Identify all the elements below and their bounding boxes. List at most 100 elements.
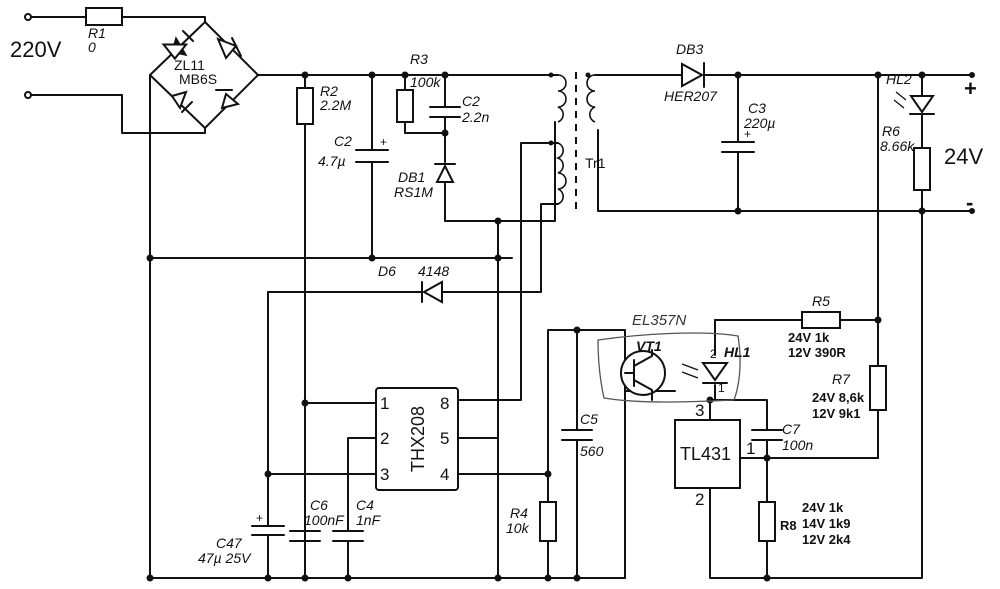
tl431-name: TL431 [680, 444, 731, 464]
junction-dot [573, 326, 581, 334]
junction-dot [494, 254, 502, 262]
tr1-ref: Tr1 [585, 155, 606, 171]
junction-dots [146, 71, 926, 582]
junction-dot [146, 574, 154, 582]
c3-ref: C3 [748, 100, 766, 116]
c47-value: 47µ 25V [198, 550, 252, 566]
junction-dot [368, 254, 376, 262]
wires [27, 16, 973, 579]
r1-value: 0 [88, 39, 96, 55]
vt1-ref: VT1 [636, 338, 662, 354]
output-minus: - [966, 190, 973, 215]
junction-dot [301, 399, 309, 407]
capacitor-c3: + C3 220µ [721, 100, 775, 153]
r2-value: 2.2M [319, 97, 351, 113]
junction-dot [544, 574, 552, 582]
c6-ref: C6 [310, 497, 328, 513]
junction-dot [763, 574, 771, 582]
junction-dot [573, 574, 581, 582]
junction-dot [368, 71, 376, 79]
c2b-ref: C2 [334, 133, 352, 149]
led-hl2: HL2 [886, 71, 935, 115]
r3-ref: R3 [410, 51, 428, 67]
svg-text:+: + [380, 135, 387, 149]
junction-dot [264, 470, 272, 478]
junction-dot [494, 217, 502, 225]
resistor-r3: R3 100k [396, 51, 441, 123]
c47-ref: C47 [216, 535, 243, 551]
thx208-pin8: 8 [440, 394, 449, 413]
capacitor-c2-4u7: + C2 4.7µ [318, 133, 389, 169]
r6-ref: R6 [882, 123, 900, 139]
capacitor-c5: C5 560 [561, 411, 604, 459]
c4-ref: C4 [356, 497, 374, 513]
diode-d6: D6 4148 [378, 263, 449, 304]
tl431-pin1: 1 [746, 439, 755, 458]
hl1-pin1: 1 [718, 381, 725, 395]
junction-dot [918, 71, 926, 79]
capacitor-c7: C7 100n [751, 421, 813, 453]
junction-dot [301, 71, 309, 79]
r8-row-1: 24V 1k [802, 500, 844, 515]
r5-line1: 24V 1k [788, 330, 830, 345]
input-terminal-top [24, 13, 32, 21]
tl431-pin2: 2 [695, 490, 704, 509]
thx208-pin5: 5 [440, 429, 449, 448]
thx208-pin4: 4 [440, 465, 449, 484]
r8-row-2: 14V 1k9 [802, 516, 850, 531]
junction-dot [874, 316, 882, 324]
junction-dot [544, 470, 552, 478]
diode-db3: DB3 HER207 [664, 41, 718, 104]
tl431-pin3: 3 [695, 401, 704, 420]
capacitor-c47: + C47 47µ 25V [198, 511, 285, 566]
r8-row-3: 12V 2k4 [802, 532, 851, 547]
hl1-pin2: 2 [710, 347, 717, 361]
capacitor-c4: C4 1nF [332, 497, 382, 542]
thx208-pin3: 3 [380, 465, 389, 484]
c5-ref: C5 [580, 411, 598, 427]
output-terminal-minus [969, 208, 975, 214]
c3-value: 220µ [743, 115, 775, 131]
resistor-r4: R4 10k [506, 501, 557, 542]
r4-value: 10k [506, 520, 530, 536]
r6-value: 8.66k [880, 138, 915, 154]
resistor-r7: R7 24V 8,6k 12V 9k1 [812, 365, 887, 421]
junction-dot [264, 574, 272, 582]
zl11-value: MB6S [179, 71, 217, 87]
c5-value: 560 [580, 443, 604, 459]
thx208-pin1: 1 [380, 394, 389, 413]
bridge-rectifier-zl11: ZL11 MB6S [149, 21, 259, 129]
junction-dot [874, 71, 882, 79]
opto-label: EL357N [632, 312, 686, 329]
c2a-ref: C2 [462, 93, 480, 109]
junction-dot [344, 574, 352, 582]
c2b-value: 4.7µ [318, 153, 346, 169]
d6-value: 4148 [418, 263, 449, 279]
junction-dot [401, 71, 409, 79]
hl2-ref: HL2 [886, 71, 912, 87]
ic-thx208: THX208 1 2 3 8 5 4 [375, 387, 459, 491]
zl11-ref: ZL11 [174, 57, 205, 73]
junction-dot [494, 574, 502, 582]
thx208-name: THX208 [408, 406, 428, 472]
input-voltage-label: 220V [10, 37, 62, 62]
junction-dot [441, 129, 449, 137]
resistor-r5: R5 24V 1k 12V 390R [788, 293, 846, 360]
output-voltage-label: 24V [944, 144, 983, 169]
db3-value: HER207 [664, 88, 718, 104]
junction-dot [734, 207, 742, 215]
r8-ref: R8 [780, 518, 797, 533]
svg-text:+: + [256, 511, 263, 525]
regulator-tl431: TL431 3 1 2 [674, 401, 755, 509]
r5-ref: R5 [812, 293, 830, 309]
svg-text:+: + [744, 127, 751, 141]
junction-dot [763, 454, 771, 462]
r4-ref: R4 [510, 505, 528, 521]
r7-line2: 12V 9k1 [812, 406, 860, 421]
r7-line1: 24V 8,6k [812, 390, 865, 405]
junction-dot [441, 71, 449, 79]
junction-dot [146, 254, 154, 262]
r2-ref: R2 [320, 83, 338, 99]
output-plus: + [964, 76, 977, 101]
